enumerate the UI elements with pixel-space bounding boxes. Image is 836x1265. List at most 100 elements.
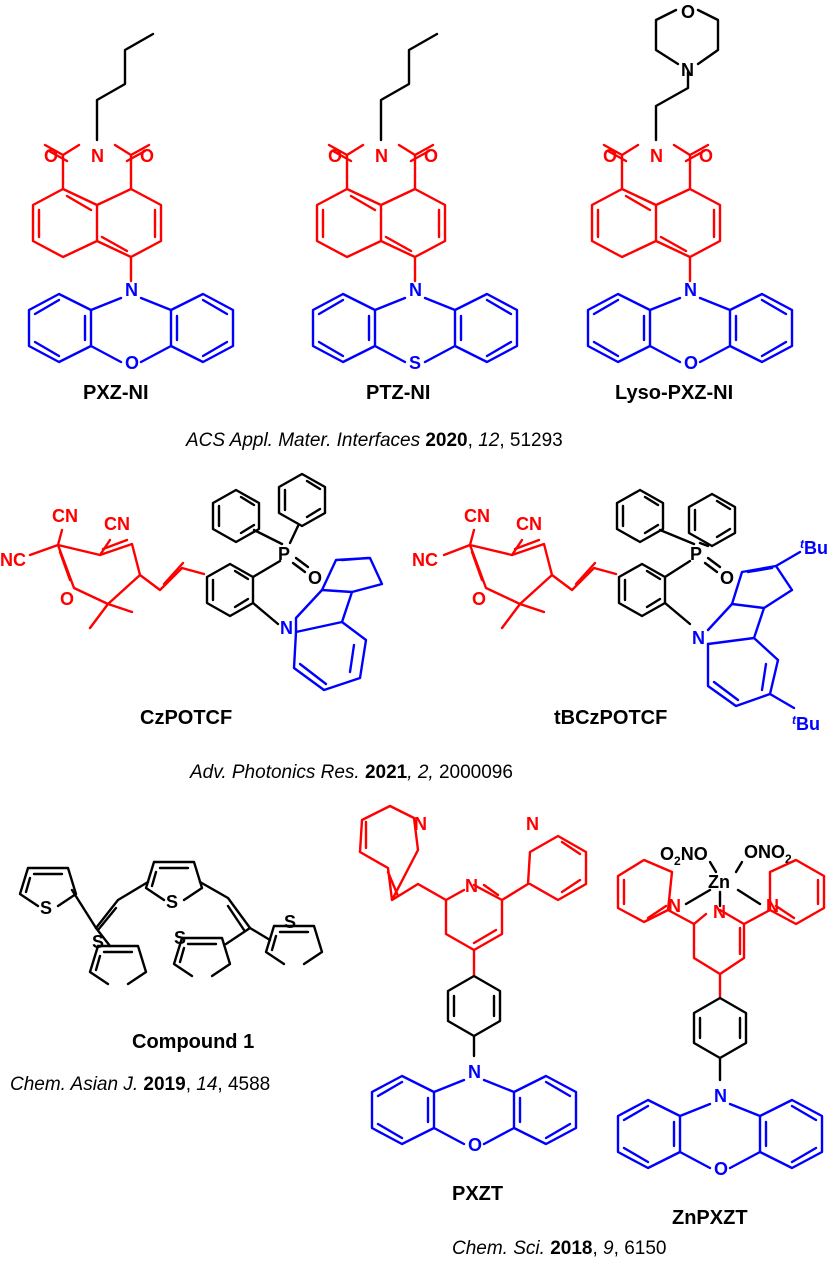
- atom-n: N: [468, 1062, 481, 1082]
- atom-n: N: [526, 814, 539, 834]
- atom-s: S: [284, 912, 296, 932]
- atom-zn-label: Zn: [708, 872, 730, 892]
- citation-1: ACS Appl. Mater. Interfaces 2020, 12, 51…: [185, 430, 563, 451]
- citation-year: 2020: [425, 430, 467, 451]
- citation-sep: ,: [217, 1074, 228, 1095]
- atom-zn: Zn: [708, 872, 730, 892]
- atom-cn: CN: [464, 506, 490, 526]
- structure-znpxzt: O2NO ONO2 Zn N N N N O: [616, 842, 826, 1179]
- atom-o: O: [328, 146, 342, 166]
- atom-n: N: [650, 146, 663, 166]
- structure-pxzt: N N N N O: [358, 804, 588, 1155]
- atom-s: S: [92, 932, 104, 952]
- citation-volume: 14: [196, 1074, 217, 1095]
- atom-o: O: [424, 146, 438, 166]
- citation-year: 2021: [365, 762, 408, 783]
- atom-n: N: [668, 896, 681, 916]
- atom-p: P: [690, 544, 702, 564]
- citation-4: Chem. Sci. 2018, 9, 6150: [452, 1238, 666, 1259]
- compound-label-tbczpotcf: tBCzPOTCF: [554, 707, 667, 729]
- citation-page: 6150: [624, 1238, 666, 1259]
- citation-sep: ,: [407, 762, 418, 783]
- citation-sep: ,: [186, 1074, 197, 1095]
- compound-label-czpotcf: CzPOTCF: [140, 707, 232, 729]
- atom-t: t: [792, 713, 797, 727]
- atom-o: O: [60, 589, 74, 609]
- citation-journal: ACS Appl. Mater. Interfaces: [185, 430, 421, 451]
- atom-n: N: [375, 146, 388, 166]
- compound-label-pxz-ni: PXZ-NI: [83, 382, 149, 404]
- atom-n: N: [414, 814, 427, 834]
- citation-volume: 9: [603, 1238, 614, 1259]
- atom-s: S: [409, 353, 421, 373]
- atom-n: N: [465, 876, 478, 896]
- atom-bu: Bu: [796, 714, 820, 734]
- citation-sep: ,: [468, 430, 479, 451]
- citation-page: 4588: [228, 1074, 270, 1095]
- atom-ono: ONO: [744, 842, 785, 862]
- compound-label-lyso-pxz-ni: Lyso-PXZ-NI: [615, 382, 733, 404]
- atom-p: P: [278, 544, 290, 564]
- structure-pxz-ni: N O O N O: [27, 32, 235, 373]
- atom-o: O: [140, 146, 154, 166]
- citation-sep: ,: [499, 430, 510, 451]
- structure-lyso-pxz-ni: O N N O O N O: [586, 2, 794, 373]
- tert-butyl: tBu: [800, 537, 828, 558]
- subscript: 2: [785, 852, 792, 866]
- atom-t: t: [800, 537, 805, 551]
- atom-n: N: [91, 146, 104, 166]
- atom-n: N: [684, 280, 697, 300]
- citation-volume: 2,: [417, 762, 434, 783]
- citation-page: 51293: [510, 430, 563, 451]
- atom-bu: Bu: [804, 538, 828, 558]
- atom-o: O: [308, 568, 322, 588]
- atom-n: N: [681, 60, 694, 80]
- atom-nc: NC: [412, 550, 438, 570]
- atom-cn: CN: [516, 514, 542, 534]
- citation-sep: ,: [592, 1238, 603, 1259]
- atom-s: S: [40, 898, 52, 918]
- atom-o: O: [125, 353, 139, 373]
- atom-s: S: [166, 892, 178, 912]
- citation-year: 2018: [550, 1238, 592, 1259]
- atom-o: O: [603, 146, 617, 166]
- citation-2: Adv. Photonics Res. 2021, 2, 2000096: [189, 762, 513, 783]
- nitrate-left: O2NO: [660, 844, 708, 868]
- atom-o: O: [681, 2, 695, 22]
- atom-n: N: [713, 902, 726, 922]
- compound-label-pxzt: PXZT: [452, 1183, 503, 1205]
- citation-journal: Chem. Asian J.: [10, 1074, 138, 1095]
- structure-czpotcf: CN CN NC O P O N: [0, 472, 384, 692]
- atom-cn: CN: [104, 514, 130, 534]
- structure-tbczpotcf: CN CN NC O P O N tBu tBu: [412, 488, 828, 734]
- atom-o: O: [472, 589, 486, 609]
- atom-n: N: [125, 280, 138, 300]
- compound-label-ptz-ni: PTZ-NI: [366, 382, 430, 404]
- citation-3: Chem. Asian J. 2019, 14, 4588: [10, 1074, 270, 1095]
- atom-o: O: [714, 1159, 728, 1179]
- atom-o: O: [468, 1135, 482, 1155]
- atom-o: O: [660, 844, 674, 864]
- atom-n: N: [714, 1086, 727, 1106]
- atom-n: N: [766, 896, 779, 916]
- citation-year: 2019: [143, 1074, 185, 1095]
- atom-o: O: [720, 568, 734, 588]
- structure-ptz-ni: N O O N S: [311, 32, 519, 373]
- atom-n: N: [280, 618, 293, 638]
- citation-journal: Chem. Sci.: [452, 1238, 545, 1259]
- atom-n: N: [692, 628, 705, 648]
- subscript: 2: [674, 854, 681, 868]
- atom-s: S: [174, 928, 186, 948]
- citation-page: 2000096: [439, 762, 513, 783]
- citation-volume: 12: [478, 430, 500, 451]
- atom-o: O: [44, 146, 58, 166]
- atom-o: O: [699, 146, 713, 166]
- compound-label-compound-1: Compound 1: [132, 1031, 254, 1053]
- atom-nc: NC: [0, 550, 26, 570]
- atom-n: N: [409, 280, 422, 300]
- citation-sep: ,: [614, 1238, 625, 1259]
- nitrate-right: ONO2: [744, 842, 792, 866]
- atom-o: O: [684, 353, 698, 373]
- citation-journal: Adv. Photonics Res.: [189, 762, 360, 783]
